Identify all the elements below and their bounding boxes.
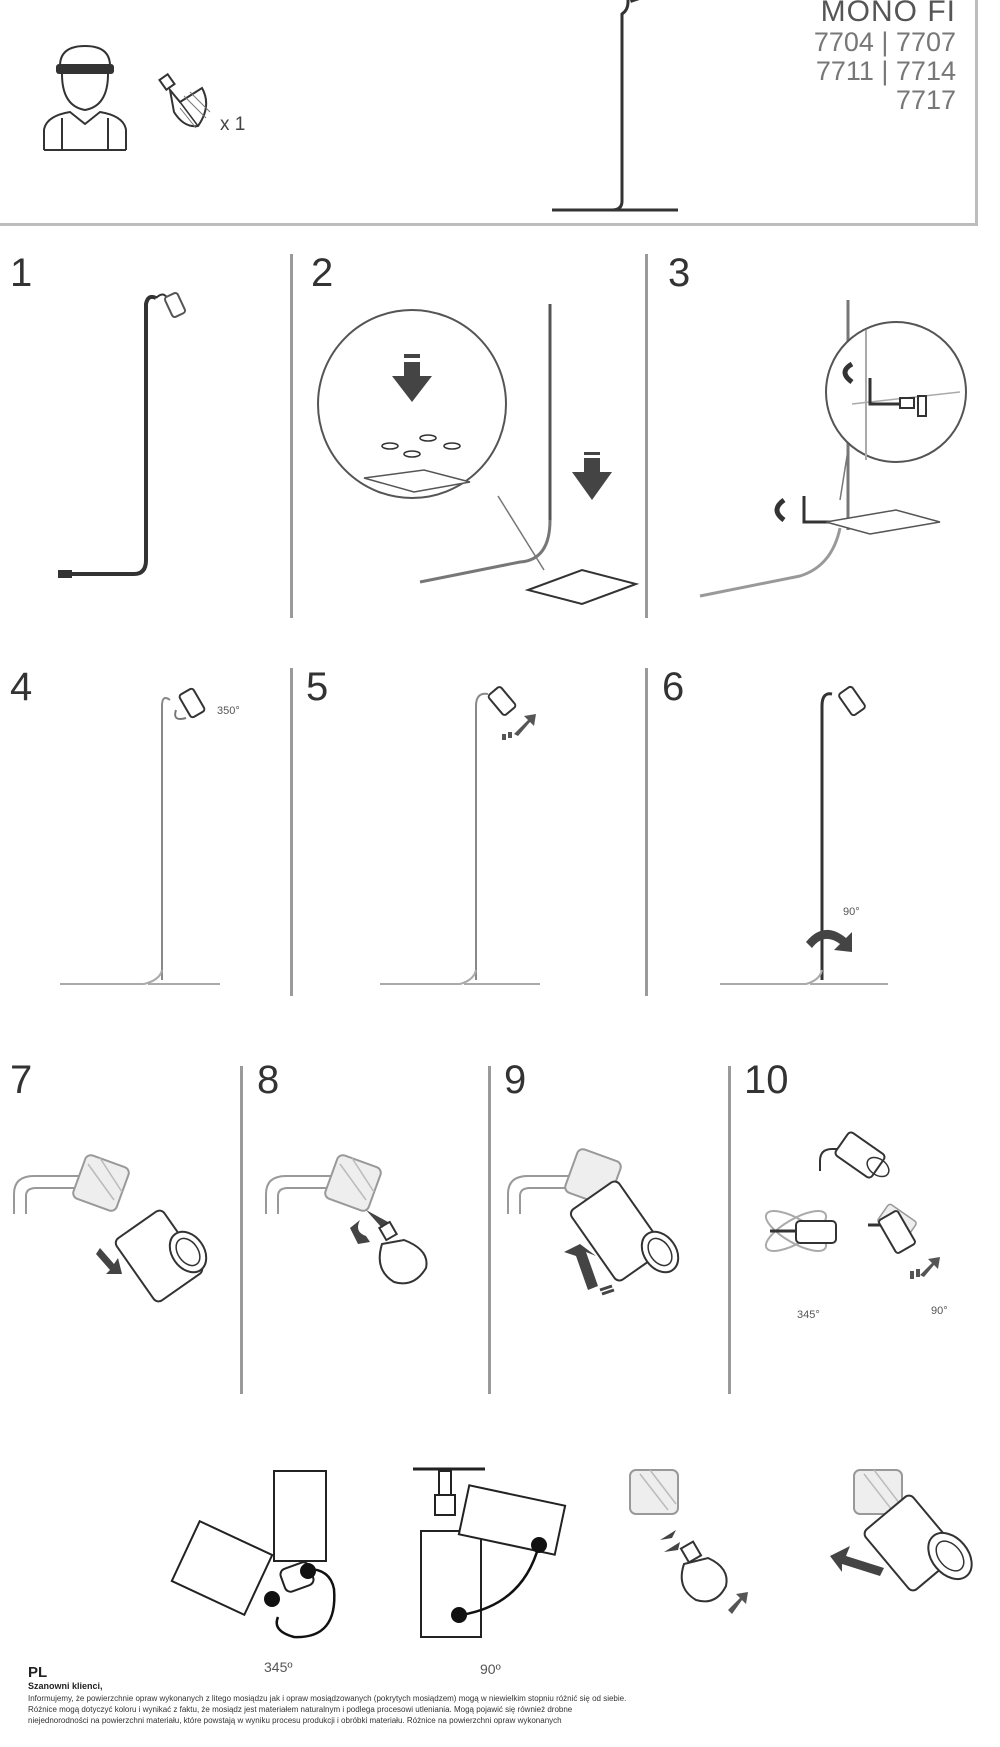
header-frame xyxy=(0,0,978,226)
step-9-illustration xyxy=(507,1148,680,1296)
language-heading: PL xyxy=(28,1664,48,1681)
product-codes: 7704 | 7707 7711 | 7714 7717 xyxy=(814,28,956,115)
floor-lamp-preview xyxy=(552,0,678,212)
step-3-illustration xyxy=(699,300,967,598)
step-number: 2 xyxy=(311,251,334,295)
step-6-illustration xyxy=(720,685,888,985)
bulb-quantity: x 1 xyxy=(220,114,246,135)
divider xyxy=(488,1066,491,1394)
divider xyxy=(645,254,648,618)
step-number: 8 xyxy=(257,1058,280,1102)
angle-label: 350° xyxy=(217,705,240,717)
notice-line: Różnice mogą dotyczyć koloru i wynikać z… xyxy=(28,1705,573,1714)
angle-label: 90° xyxy=(843,906,860,918)
step-7-illustration xyxy=(13,1154,208,1303)
step-number: 6 xyxy=(662,665,685,709)
step-number: 1 xyxy=(10,251,33,295)
step-1-illustration xyxy=(58,292,187,578)
greeting: Szanowni klienci, xyxy=(28,1681,103,1691)
rotation-90-diagram xyxy=(413,1467,567,1638)
step-number: 7 xyxy=(10,1058,33,1102)
step-4-illustration xyxy=(60,687,220,985)
rotation-345-diagram xyxy=(170,1470,336,1639)
product-code-line: 7711 | 7714 xyxy=(815,56,956,86)
angle-label: 90º xyxy=(480,1661,501,1677)
angle-label: 345° xyxy=(797,1309,820,1321)
product-code-line: 7717 xyxy=(895,85,956,115)
step-number: 3 xyxy=(668,251,691,295)
step-number: 5 xyxy=(306,665,329,709)
angle-label: 90° xyxy=(931,1305,948,1317)
step-number: 10 xyxy=(744,1058,789,1102)
step-2-illustration xyxy=(317,304,640,606)
divider xyxy=(290,254,293,618)
notice-line: Informujemy, że powierzchnie opraw wykon… xyxy=(28,1694,627,1703)
step-number: 4 xyxy=(10,665,33,709)
step-5-illustration xyxy=(380,686,540,985)
step-10-illustration xyxy=(764,1131,940,1279)
bulb-icon xyxy=(158,72,211,129)
divider xyxy=(240,1066,243,1394)
installer-icon xyxy=(43,44,127,151)
product-code-line: 7704 | 7707 xyxy=(813,27,956,57)
step-8-illustration xyxy=(265,1154,428,1285)
step-number: 9 xyxy=(504,1058,527,1102)
shade-mount-detail xyxy=(830,1469,973,1592)
notice-line: niejednorodności na powierzchni materiał… xyxy=(28,1716,562,1725)
model-name: MONO FI xyxy=(820,0,956,28)
bulb-insert-detail xyxy=(629,1469,748,1614)
angle-label: 345º xyxy=(264,1659,293,1675)
divider xyxy=(645,668,648,996)
divider xyxy=(728,1066,731,1394)
divider xyxy=(290,668,293,996)
